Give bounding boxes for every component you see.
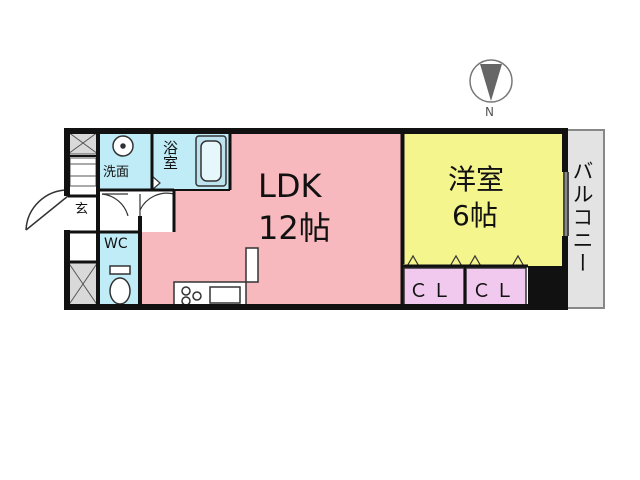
western-room (402, 132, 564, 266)
outer-walls (64, 128, 568, 310)
ldk-size: 12帖 (258, 209, 331, 247)
entrance-door (25, 189, 69, 231)
storage-bottom (67, 261, 99, 307)
kitchen-counter (173, 247, 259, 309)
entrance-label: 玄 (75, 202, 89, 217)
hall-door-swing (139, 192, 175, 211)
entrance-area (68, 196, 98, 232)
bath-door-arrow (151, 175, 161, 191)
closet-2-label: ＣＬ (472, 280, 519, 302)
closet-doors (405, 254, 526, 269)
western-name: 洋室 (448, 163, 505, 196)
wash-basin (112, 135, 134, 157)
bath-label: 浴室 (161, 140, 179, 170)
pillar (528, 266, 564, 308)
washroom-label: 洗面 (103, 165, 130, 180)
hallway (98, 190, 174, 232)
ldk-name: LDK (258, 167, 322, 205)
toilet (109, 265, 131, 305)
shoe-box (69, 157, 97, 187)
closet-1 (403, 267, 465, 307)
wc-label: WC (104, 236, 128, 252)
balcony-label: バルコニー (570, 160, 594, 275)
closet-1-label: ＣＬ (409, 280, 456, 302)
north-compass (469, 59, 513, 103)
western-size: 6帖 (452, 199, 498, 232)
balcony (565, 129, 605, 309)
interior-walls (68, 132, 569, 308)
storage-top (67, 131, 99, 155)
compass-north-label: N (485, 105, 494, 119)
bathtub (195, 135, 227, 187)
